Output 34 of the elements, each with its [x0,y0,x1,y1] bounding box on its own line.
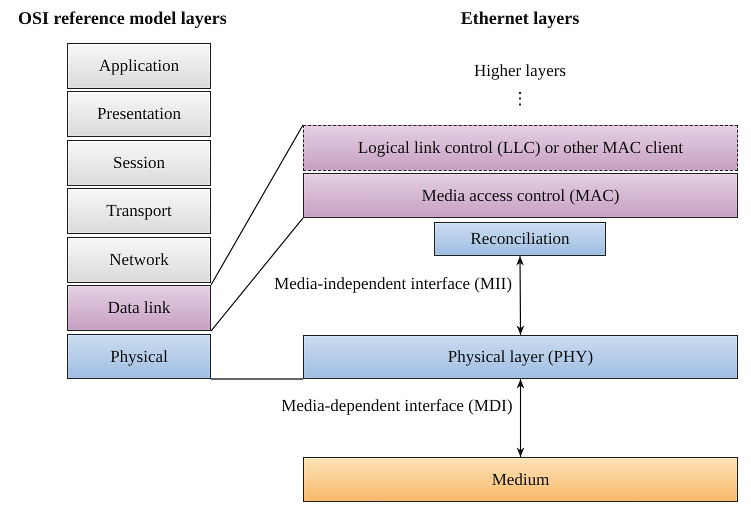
layer-box [67,43,211,89]
mapping-line [210,218,304,332]
heading: OSI reference model layers [18,8,228,29]
layer-name: Physical layer (PHY) [448,347,594,367]
layer-box [67,237,211,283]
layer-box [303,173,738,218]
layer-box [303,335,738,379]
layer-name: Session [113,153,165,173]
layer-name: Logical link control (LLC) or other MAC client [358,138,684,158]
sublayer-box [434,222,606,256]
layer-box [67,334,211,379]
layer-box [67,285,211,331]
layer-name: Physical [110,346,168,366]
mapping-line [210,124,304,286]
layer-name: Network [109,250,169,270]
layer-box [67,140,211,186]
arrow [516,256,524,335]
label: Higher layers [472,61,568,81]
layer-name: Reconciliation [470,229,570,249]
edge-label: Media-independent interface (MII) [260,270,512,296]
layer-name: Transport [106,201,172,221]
layer-name: Medium [492,470,550,490]
heading: Ethernet layers [460,8,580,29]
medium-box [303,457,738,502]
layer-name: Presentation [96,104,182,124]
layer-box [67,188,211,234]
layer-box [67,91,211,137]
layer-name: Data link [108,298,170,318]
layer-box [303,125,738,171]
arrow [516,379,524,457]
layer-name: Application [98,56,180,76]
layer-name: Media access control (MAC) [422,186,620,206]
mapping-line [211,378,303,380]
ellipsis-label: ⋮ [510,88,530,109]
